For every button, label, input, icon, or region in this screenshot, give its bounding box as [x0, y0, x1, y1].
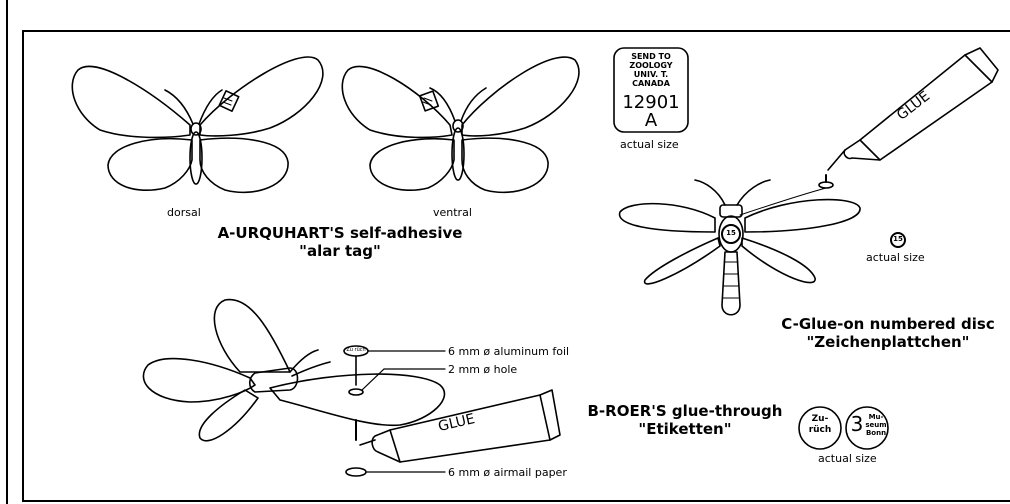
caption-a-line1: A-URQUHART'S self-adhesive — [215, 224, 465, 242]
label-hole: 2 mm ø hole — [448, 363, 517, 376]
dorsal-label: dorsal — [167, 206, 201, 219]
caption-c-line2: "Zeichenplattchen" — [768, 333, 1008, 351]
caption-b-line1: B-ROER'S glue-through — [572, 402, 798, 420]
tag-address: SEND TO ZOOLOGY UNIV. T. CANADA — [614, 52, 688, 88]
disc-museum-text: Mu- seum Bonn — [864, 413, 888, 437]
actual-size-c: actual size — [866, 251, 925, 264]
disc-text-line: seum — [864, 421, 888, 429]
actual-size-a: actual size — [620, 138, 679, 151]
disc-text-line: Zu- — [800, 414, 840, 425]
ventral-label: ventral — [433, 206, 472, 219]
caption-a-line2: "alar tag" — [215, 242, 465, 260]
disc-text-line: Mu- — [864, 413, 888, 421]
tag-line: SEND TO — [614, 52, 688, 61]
disc-number-actual: 15 — [891, 235, 905, 243]
ventral-butterfly — [342, 57, 579, 192]
label-airmail-paper: 6 mm ø airmail paper — [448, 466, 567, 479]
tag-line: CANADA — [614, 79, 688, 88]
disc-zuruch-text: Zu- rüch — [800, 414, 840, 436]
foil-disc-text: Zu rüch — [346, 347, 366, 353]
disc-text-line: rüch — [800, 425, 840, 436]
butterfly-b — [143, 300, 445, 476]
tag-line: ZOOLOGY — [614, 61, 688, 70]
actual-size-b: actual size — [818, 452, 877, 465]
caption-b-line2: "Etiketten" — [572, 420, 798, 438]
insect-c — [620, 180, 861, 315]
disc-number-on-insect: 15 — [722, 229, 740, 237]
label-aluminum-foil: 6 mm ø aluminum foil — [448, 345, 569, 358]
tag-line: UNIV. T. — [614, 70, 688, 79]
disc-text-line: Bonn — [864, 429, 888, 437]
tag-letter: A — [614, 110, 688, 131]
caption-c-line1: C-Glue-on numbered disc — [768, 315, 1008, 333]
dorsal-butterfly — [72, 57, 323, 192]
